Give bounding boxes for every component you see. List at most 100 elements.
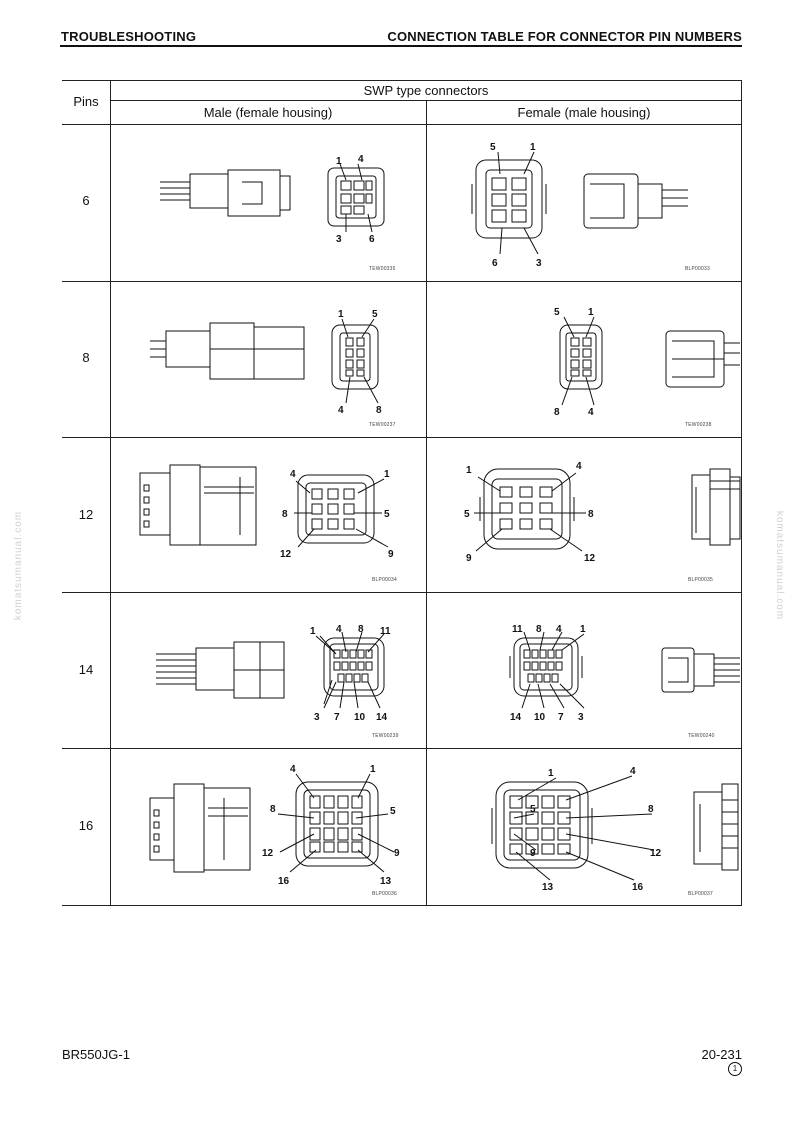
pin-label: 9 [388,549,394,560]
revision-mark: 1 [728,1062,742,1076]
figure-code: BLP00033 [685,266,710,272]
pin-label: 1 [580,624,586,635]
pin-label: 5 [554,307,560,318]
pin-label: 1 [310,626,316,637]
watermark-left: komatsumanual.com [13,510,25,621]
figure-code: BLP00034 [372,577,397,583]
pin-label: 3 [336,234,342,245]
connector-table: Pins SWP type connectors Male (female ho… [62,80,742,906]
figure-code: TEW00238 [685,422,712,428]
pins-column-header: Pins [73,94,99,109]
pin-label: 1 [588,307,594,318]
female-column-header: Female (male housing) [517,105,651,120]
pin-label: 1 [548,768,554,779]
male-female-divider [426,100,427,906]
pin-label: 16 [278,876,290,887]
pin-label: 7 [558,712,564,723]
male-14-pin-diagram: 1 4 8 11 3 7 10 14 [156,624,391,723]
pin-label: 1 [466,465,472,476]
pin-label: 3 [578,712,584,723]
pin-label: 8 [270,804,276,815]
pin-label: 5 [390,806,396,817]
pins-value: 6 [82,193,90,208]
header-bottom-divider [62,124,742,125]
pins-column-divider [110,80,111,906]
pin-label: 4 [358,154,364,165]
pin-label: 16 [632,882,644,893]
pin-label: 5 [530,804,536,815]
pin-label: 6 [369,234,375,245]
pin-label: 13 [542,882,554,893]
pin-label: 8 [554,407,560,418]
female-8-pin-diagram: 5 1 8 4 [554,307,740,418]
male-column-header: Male (female housing) [203,105,333,120]
pin-label: 13 [380,876,392,887]
row-divider [62,437,742,438]
pin-label: 14 [376,712,388,723]
pin-label: 12 [584,553,596,564]
pin-label: 10 [354,712,366,723]
pin-label: 3 [314,712,320,723]
pin-label: 12 [262,848,274,859]
row-divider [62,748,742,749]
male-8-pin-diagram: 1 5 4 8 [150,309,382,416]
pin-label: 8 [358,624,364,635]
pin-label: 1 [336,156,342,167]
row-divider [62,592,742,593]
pin-label: 11 [380,626,391,637]
pin-label: 1 [338,309,344,320]
pin-label: 9 [530,848,536,859]
pin-label: 4 [290,764,296,775]
pin-label: 5 [464,509,470,520]
header-page-title: CONNECTION TABLE FOR CONNECTOR PIN NUMBE… [387,29,742,44]
pin-label: 12 [650,848,662,859]
figure-code: TEW00239 [372,733,399,739]
figure-code: TEW00335 [369,266,396,272]
pin-label: 4 [588,407,594,418]
pin-label: 8 [648,804,654,815]
pin-label: 9 [466,553,472,564]
pin-label: 11 [512,624,523,635]
pin-label: 4 [336,624,342,635]
page-number: 20-231 [701,1047,742,1062]
pins-value: 16 [78,818,94,833]
pin-label: 4 [290,469,296,480]
pins-value: 8 [82,350,90,365]
figure-code: TEW00240 [688,733,715,739]
pin-label: 4 [556,624,562,635]
figure-code: BLP00036 [372,891,397,897]
male-16-pin-diagram: 4 1 8 5 12 9 16 13 [149,764,400,887]
pin-label: 6 [492,258,498,269]
pin-label: 5 [490,142,496,153]
pins-value: 12 [78,507,94,522]
female-12-pin-diagram: 1 4 5 8 9 12 [464,461,741,564]
pin-label: 8 [282,509,288,520]
pin-label: 1 [530,142,536,153]
female-6-pin-diagram: 5 1 6 3 [471,142,688,269]
figure-code: BLP00037 [688,891,713,897]
table-border [62,80,742,906]
pin-label: 8 [536,624,542,635]
female-16-pin-diagram: 1 4 5 8 9 12 13 16 [491,766,739,893]
pins-value: 14 [78,662,94,677]
pin-label: 4 [338,405,344,416]
pin-label: 8 [588,509,594,520]
pin-label: 9 [394,848,400,859]
pin-label: 8 [376,405,382,416]
female-14-pin-diagram: 11 8 4 1 14 10 7 3 [509,624,740,723]
male-6-pin-diagram: 1 4 3 6 [160,154,385,245]
pin-label: 1 [384,469,390,480]
figure-code: TEW00237 [369,422,396,428]
model-number: BR550JG-1 [62,1047,130,1062]
pin-label: 14 [510,712,522,723]
pin-label: 4 [576,461,582,472]
figure-code: BLP00035 [688,577,713,583]
swp-group-header: SWP type connectors [363,83,489,98]
header-rule [60,45,742,47]
watermark-right: komatsumanual.com [773,510,785,621]
pin-label: 5 [372,309,378,320]
pin-label: 4 [630,766,636,777]
pin-label: 1 [370,764,376,775]
pin-label: 7 [334,712,340,723]
pin-label: 10 [534,712,546,723]
